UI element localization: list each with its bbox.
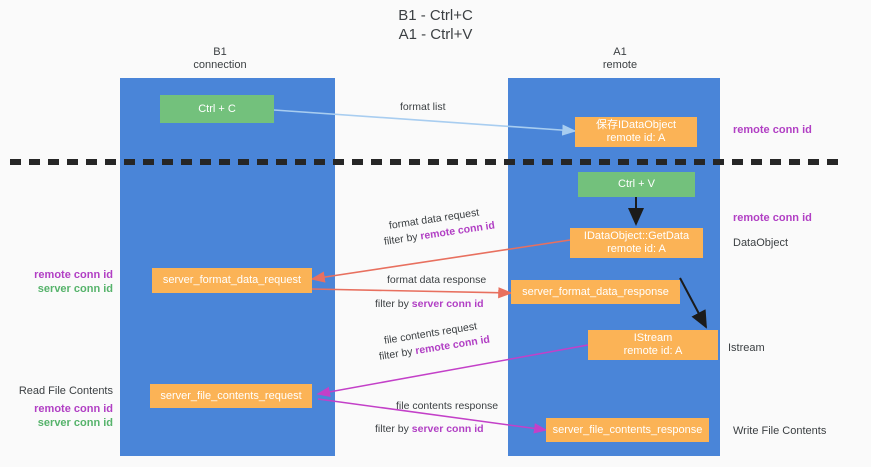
label-remote-conn-id-format: remote conn id — [34, 269, 113, 281]
filter-token-server-conn-id: server conn id — [411, 423, 484, 435]
server-format-data-response-box[interactable]: server_format_data_response — [511, 280, 680, 304]
caption-format-data-response: format data response — [387, 274, 487, 286]
idataobject-box[interactable]: 保存IDataObject remote id: A — [575, 117, 697, 147]
label-istream: Istream — [728, 342, 765, 354]
istream-box[interactable]: IStream remote id: A — [588, 330, 718, 360]
arrow-file-contents-request — [316, 344, 589, 398]
filter-prefix: filter by — [375, 298, 412, 310]
label-dataobject: DataObject — [733, 237, 789, 249]
arrow-file-contents-response — [317, 398, 548, 434]
server-file-contents-request-box[interactable]: server_file_contents_request — [150, 384, 312, 408]
caption-format-list: format list — [400, 101, 446, 113]
label-remote-conn-id-top: remote conn id — [733, 124, 812, 136]
server-file-contents-response-box[interactable]: server_file_contents_response — [546, 418, 709, 442]
ctrl-c-box[interactable]: Ctrl + C — [160, 95, 274, 123]
arrow-response-to-istream — [679, 277, 707, 329]
label-remote-conn-id-file: remote conn id — [34, 403, 113, 415]
arrow-format-data-response — [311, 287, 513, 299]
conn-id-pair-format: remote conn id server conn id — [0, 268, 113, 296]
page-title: B1 - Ctrl+C A1 - Ctrl+V — [398, 7, 473, 43]
label-remote-conn-id-mid: remote conn id — [733, 212, 812, 224]
caption-format-data-response-filter: filter by server conn id — [375, 297, 484, 311]
ctrl-v-box[interactable]: Ctrl + V — [578, 172, 695, 197]
filter-token-server-conn-id: server conn id — [411, 298, 484, 310]
caption-file-contents-response-filter: filter by server conn id — [375, 422, 484, 436]
arrow-format-list — [273, 109, 577, 136]
server-format-data-request-box[interactable]: server_format_data_request — [152, 268, 312, 293]
idataobject-getdata-box[interactable]: IDataObject::GetData remote id: A — [570, 228, 703, 258]
lane-header-b1: B1 connection — [193, 46, 247, 71]
conn-id-pair-file: remote conn id server conn id — [0, 402, 113, 430]
label-server-conn-id-format: server conn id — [37, 283, 113, 295]
label-read-file-contents: Read File Contents — [18, 385, 113, 397]
filter-prefix: filter by — [375, 423, 412, 435]
caption-file-contents-response: file contents response — [396, 400, 499, 412]
label-write-file-contents: Write File Contents — [733, 425, 827, 437]
lane-header-a1: A1 remote — [602, 46, 638, 71]
label-server-conn-id-file: server conn id — [37, 417, 113, 429]
arrow-format-data-request — [310, 239, 571, 283]
